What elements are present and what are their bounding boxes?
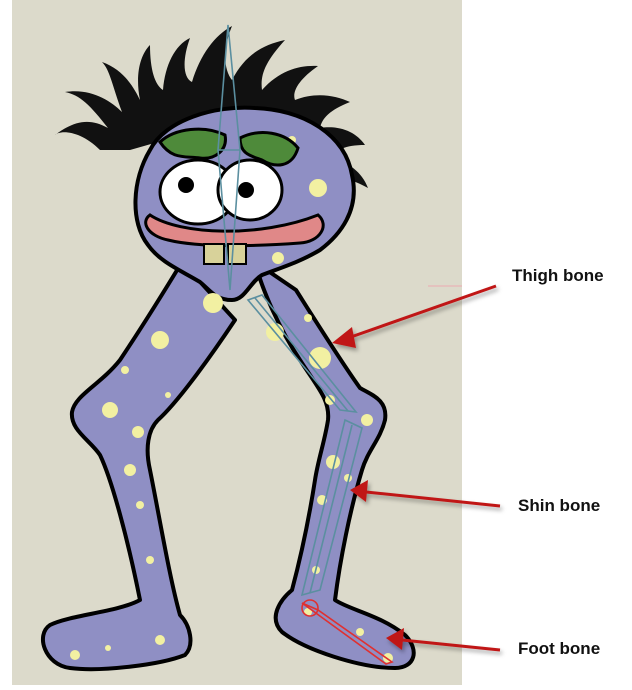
shin-bone-label: Shin bone	[518, 496, 600, 516]
foot-bone-label: Foot bone	[518, 639, 600, 659]
thigh-bone-label: Thigh bone	[512, 266, 604, 286]
